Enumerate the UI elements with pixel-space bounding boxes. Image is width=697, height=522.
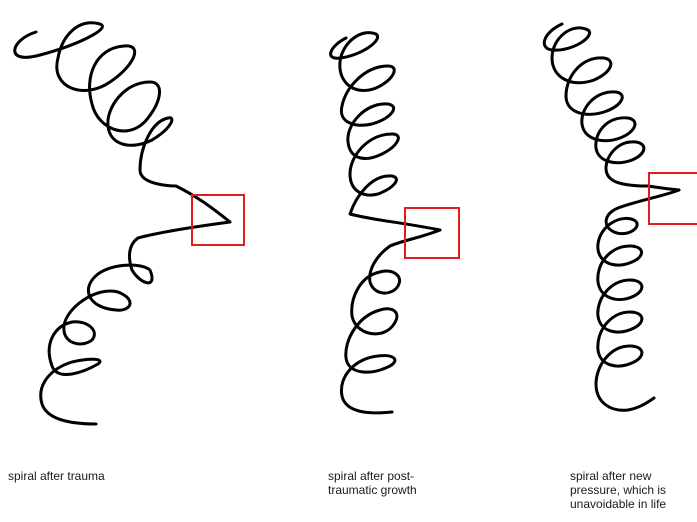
caption-line: traumatic growth (328, 483, 417, 497)
spiral-after-new-pressure (544, 24, 697, 410)
spiral-line-upper (15, 23, 230, 222)
highlight-box (192, 195, 244, 245)
spiral-after-trauma (15, 23, 244, 424)
caption-spiral-after-trauma: spiral after trauma (8, 469, 105, 483)
caption-line: unavoidable in life (570, 497, 666, 511)
caption-line: spiral after trauma (8, 469, 105, 483)
caption-spiral-after-new-pressure: spiral after new pressure, which is unav… (570, 469, 666, 511)
caption-line: spiral after new (570, 469, 666, 483)
spiral-line-upper (331, 33, 440, 230)
spiral-line-upper (544, 24, 679, 190)
spiral-line-lower (41, 222, 230, 424)
caption-line: pressure, which is (570, 483, 666, 497)
caption-line: spiral after post- (328, 469, 417, 483)
highlight-box (649, 173, 697, 224)
spiral-after-post-traumatic-growth (331, 33, 459, 413)
caption-spiral-after-post-traumatic-growth: spiral after post- traumatic growth (328, 469, 417, 497)
